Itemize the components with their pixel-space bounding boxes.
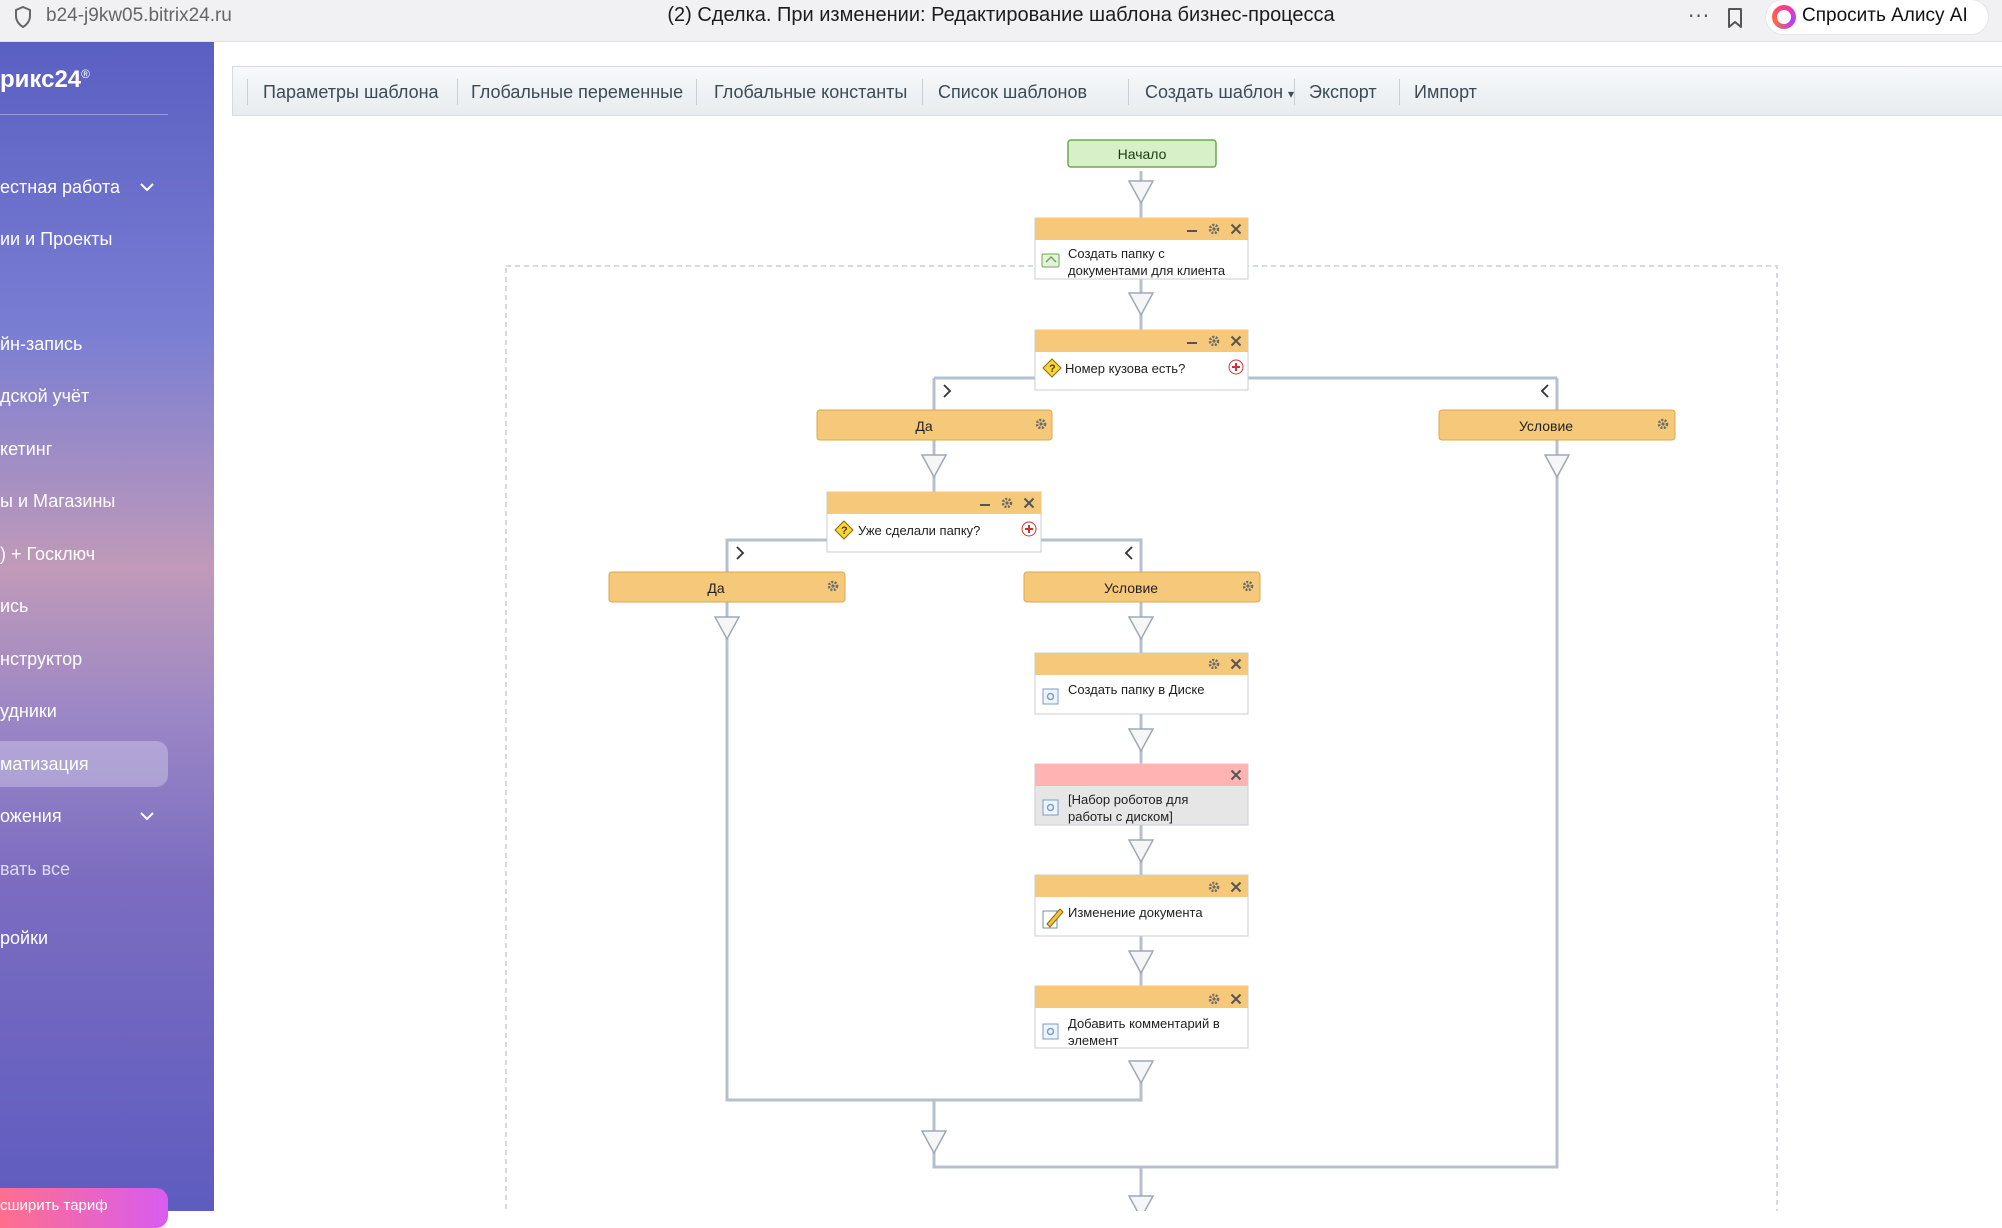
activity-label: Уже сделали папку? (858, 523, 980, 538)
toolbar-divider (457, 79, 458, 105)
more-menu-icon[interactable]: ··· (1688, 4, 1710, 28)
sidebar-item-label: ожения (0, 806, 62, 826)
create-template-button[interactable]: Создать шаблон ▾ (1145, 67, 1294, 117)
logo-text: рикс24 (0, 66, 81, 93)
export-button[interactable]: Экспорт (1309, 67, 1377, 117)
chevron-down-icon (140, 811, 154, 821)
activity-create-client-folder[interactable]: Создать папку сдокументами для клиента (1035, 218, 1248, 279)
template-params-button[interactable]: Параметры шаблона (263, 67, 439, 117)
template-list-button[interactable]: Список шаблонов (938, 67, 1087, 117)
global-constants-button[interactable]: Глобальные константы (714, 67, 907, 117)
address-bar-url[interactable]: b24-j9kw05.bitrix24.ru (46, 5, 232, 27)
create-template-label: Создать шаблон (1145, 82, 1283, 102)
shield-icon[interactable] (14, 6, 32, 28)
branch-condition-2[interactable]: Условие (1024, 572, 1260, 602)
sidebar-item-label: матизация (0, 754, 89, 774)
global-variables-button[interactable]: Глобальные переменные (471, 67, 683, 117)
sidebar-item-label: ройки (0, 928, 48, 948)
sidebar-item-automation[interactable]: матизация (0, 741, 168, 787)
activity-label: Номер кузова есть? (1065, 361, 1185, 376)
sidebar-item-collab[interactable]: естная работа (0, 164, 168, 210)
sidebar-item-marketing[interactable]: кетинг (0, 426, 168, 472)
condition-body-number[interactable]: ? Номер кузова есть? (1035, 330, 1248, 390)
branch-condition-1[interactable]: Условие (1439, 410, 1675, 440)
import-button[interactable]: Импорт (1414, 67, 1477, 117)
toolbar-divider (247, 79, 248, 105)
toolbar-divider (922, 79, 923, 105)
alice-icon (1772, 5, 1796, 29)
sidebar-item-inventory[interactable]: дской учёт (0, 373, 168, 419)
ask-alice-label: Спросить Алису AI (1802, 5, 1968, 27)
toolbar-divider (1294, 79, 1295, 105)
sidebar-item-label: вать все (0, 859, 70, 879)
sidebar-item-constructor[interactable]: нструктор (0, 636, 168, 682)
chevron-down-icon (140, 182, 154, 192)
sidebar-item-label: ись (0, 596, 28, 616)
sidebar-item-settings[interactable]: ройки (0, 915, 168, 961)
sidebar-item-label: ) + Госключ (0, 544, 95, 564)
sidebar-item-label: йн-запись (0, 334, 82, 354)
sidebar: рикс24® естная работа ии и Проекты йн-за… (0, 42, 214, 1211)
bookmark-icon[interactable] (1726, 7, 1744, 29)
bitrix24-logo[interactable]: рикс24® (0, 66, 90, 94)
branch-label: Условие (1104, 580, 1158, 596)
activity-add-comment[interactable]: Добавить комментарий вэлемент (1035, 986, 1248, 1048)
branch-label: Да (915, 418, 932, 434)
sidebar-item-label: естная работа (0, 177, 120, 197)
folder-icon (1042, 254, 1059, 267)
sidebar-item-tasks[interactable]: ии и Проекты (0, 216, 168, 262)
branch-yes-1[interactable]: Да (817, 410, 1052, 440)
branch-yes-2[interactable]: Да (609, 572, 845, 602)
activity-icon (1043, 689, 1058, 704)
sidebar-item-label: ы и Магазины (0, 491, 115, 511)
registered-icon: ® (81, 67, 90, 81)
sidebar-item-employees[interactable]: удники (0, 688, 168, 734)
sidebar-item-label: ии и Проекты (0, 229, 112, 249)
add-branch-icon[interactable] (1022, 522, 1036, 536)
activity-label: Изменение документа (1068, 905, 1203, 920)
branch-label: Да (707, 580, 724, 596)
sidebar-item-label: дской учёт (0, 386, 89, 406)
activity-label: Создать папку в Диске (1068, 682, 1204, 697)
browser-bar: b24-j9kw05.bitrix24.ru (2) Сделка. При и… (0, 0, 2002, 42)
sidebar-item-show-all[interactable]: вать все (0, 846, 168, 892)
sidebar-item-apps[interactable]: ожения (0, 793, 168, 839)
start-label: Начало (1118, 146, 1167, 162)
add-branch-icon[interactable] (1229, 360, 1243, 374)
activity-icon (1043, 800, 1058, 815)
sidebar-item-label: кетинг (0, 439, 52, 459)
toolbar-divider (1399, 79, 1400, 105)
sidebar-item-sign[interactable]: ись (0, 583, 168, 629)
activity-create-disk-folder[interactable]: Создать папку в Диске (1035, 653, 1248, 714)
toolbar-divider (696, 79, 697, 105)
svg-text:?: ? (841, 525, 848, 537)
sidebar-divider (0, 114, 168, 115)
ask-alice-button[interactable]: Спросить Алису AI (1766, 0, 1988, 34)
sidebar-item-sites[interactable]: ы и Магазины (0, 478, 168, 524)
toolbar-divider (1128, 79, 1129, 105)
activity-change-document[interactable]: Изменение документа (1035, 875, 1248, 936)
start-node[interactable]: Начало (1068, 140, 1216, 167)
activity-icon (1043, 1024, 1058, 1039)
template-toolbar: Параметры шаблона Глобальные переменные … (232, 66, 2002, 116)
sidebar-item-label: нструктор (0, 649, 82, 669)
condition-folder-made[interactable]: ? Уже сделали папку? (827, 492, 1041, 552)
sidebar-item-label: удники (0, 701, 57, 721)
sidebar-item-goskey[interactable]: ) + Госключ (0, 531, 168, 577)
sidebar-item-booking[interactable]: йн-запись (0, 321, 168, 367)
branch-label: Условие (1519, 418, 1573, 434)
upgrade-tariff-button[interactable]: сширить тариф (0, 1188, 168, 1228)
activity-robots-disk[interactable]: [Набор роботов дляработы с диском] (1035, 764, 1248, 825)
svg-text:?: ? (1049, 363, 1056, 375)
